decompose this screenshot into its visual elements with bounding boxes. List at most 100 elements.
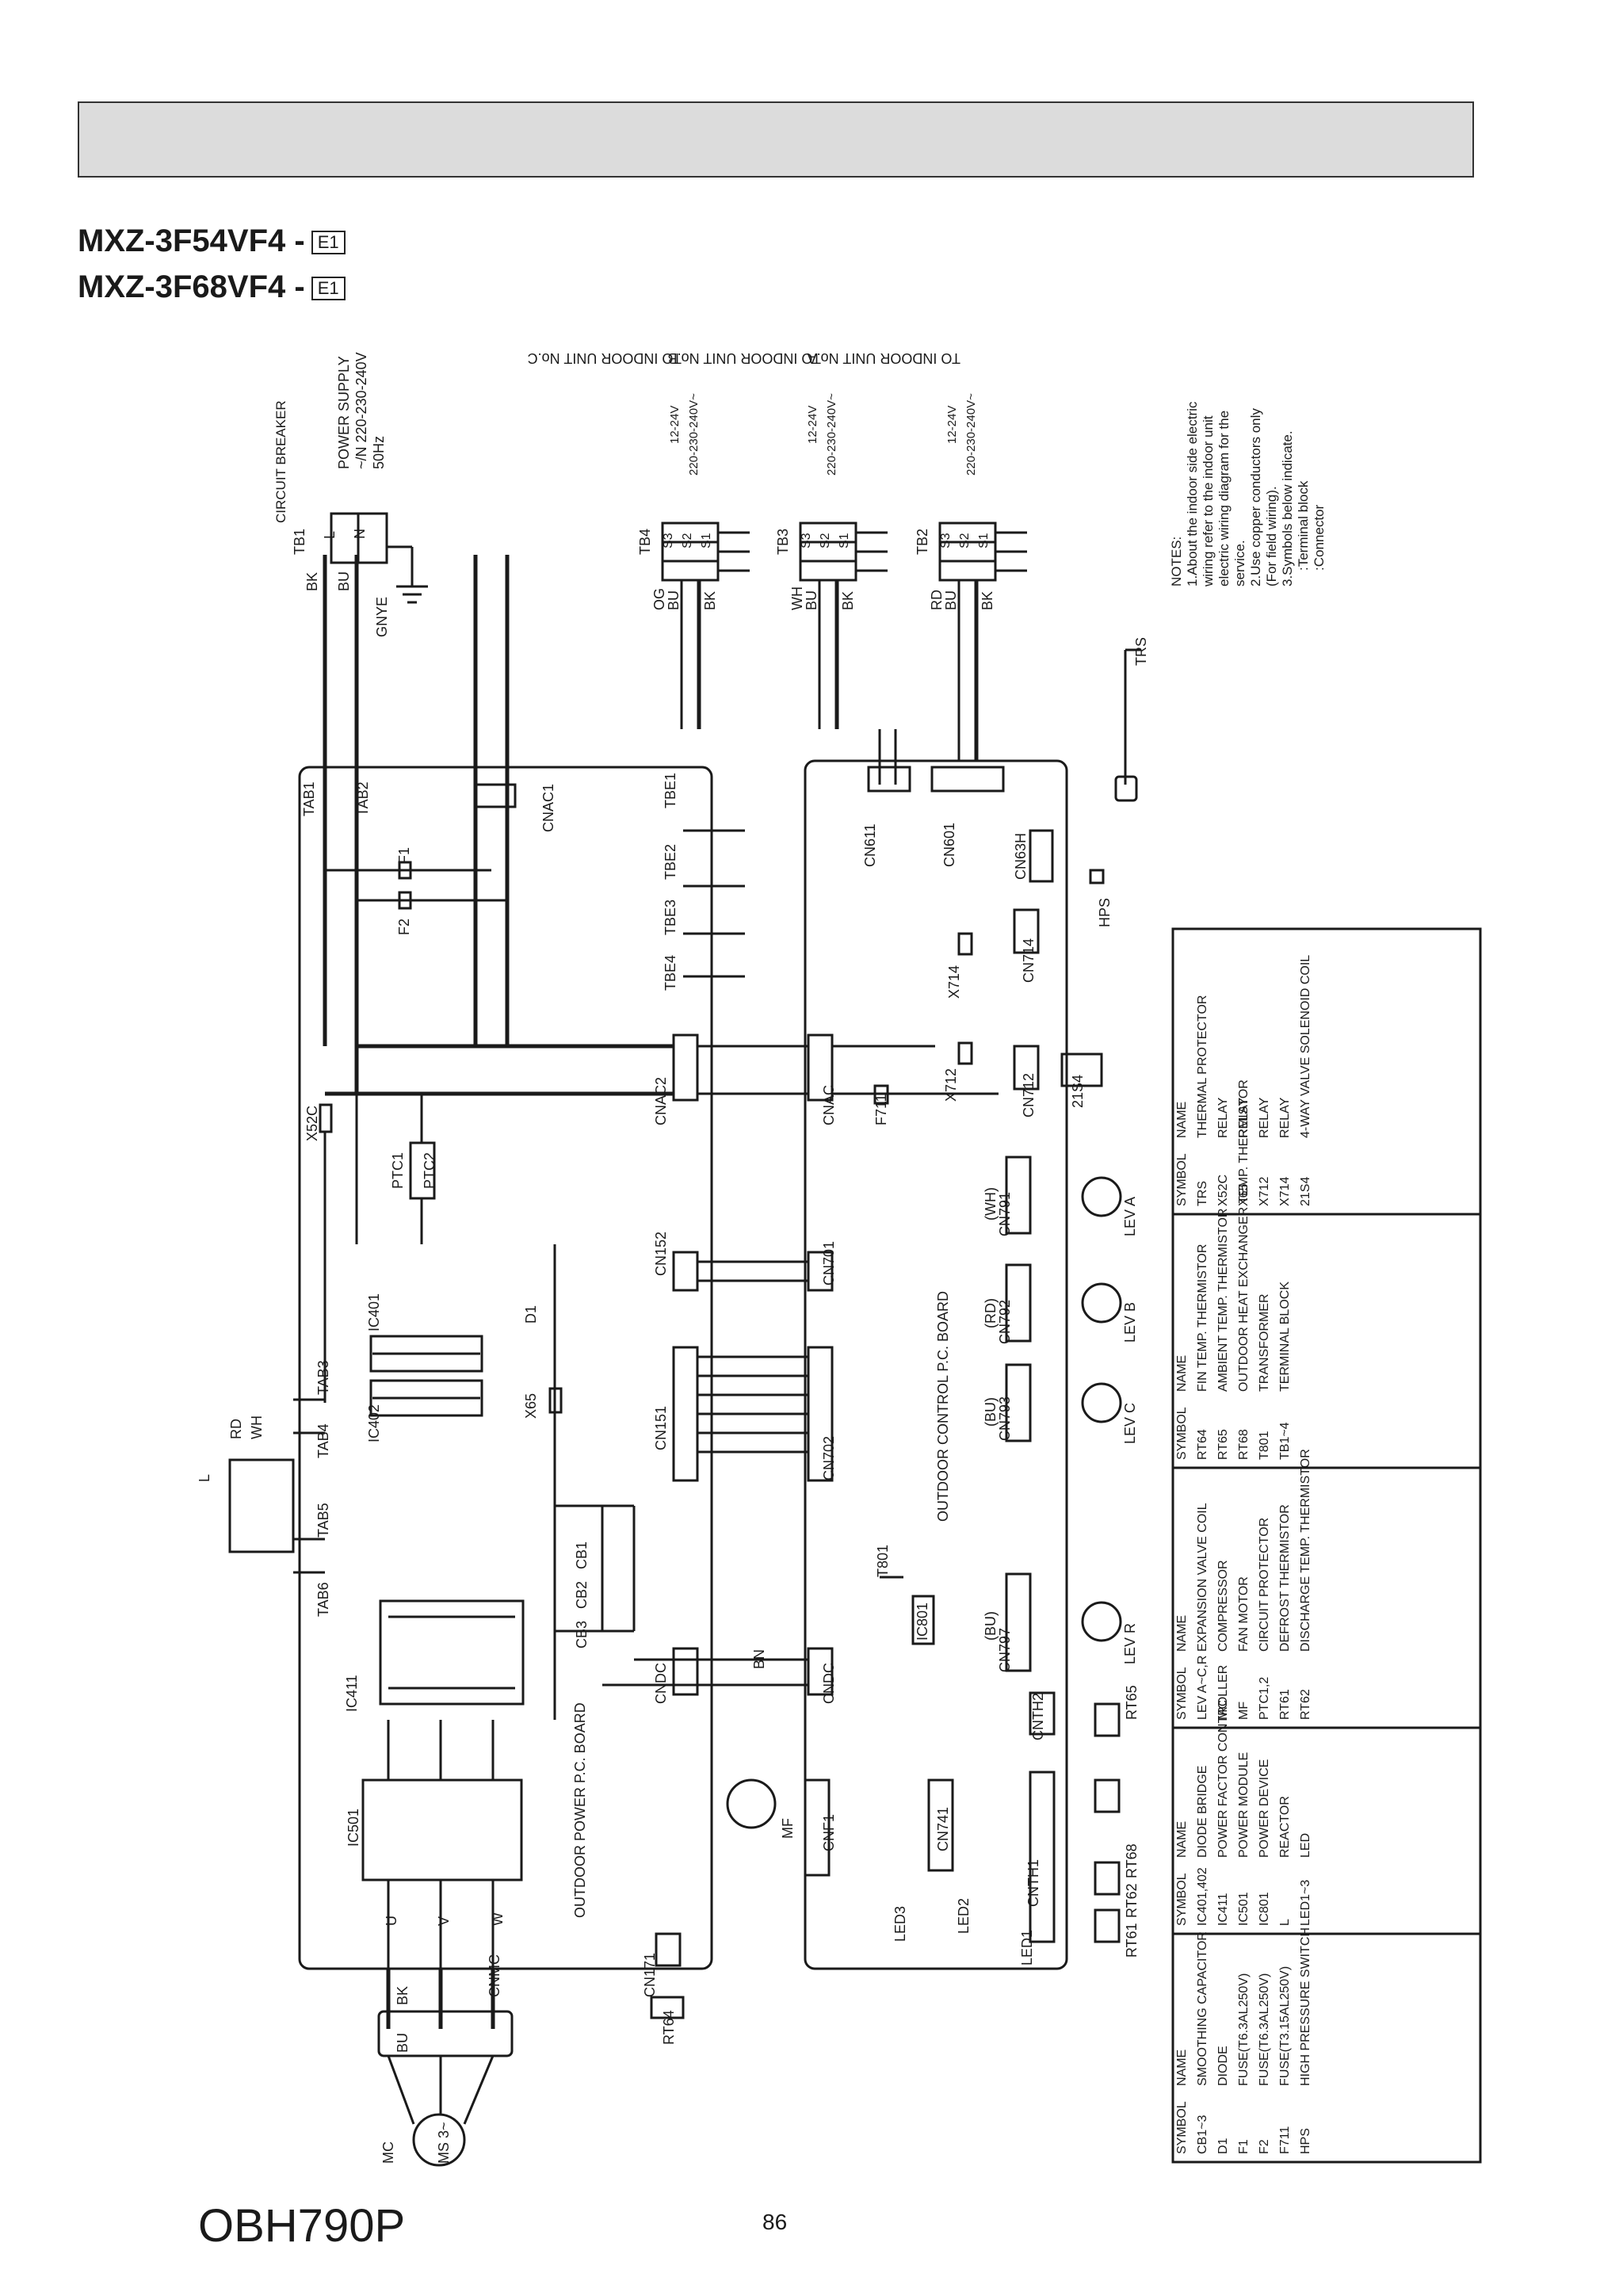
indoor-unit-b-label: TO INDOOR UNIT No.B (668, 350, 821, 366)
legend-name-cell: DEFROST THERMISTOR (1278, 1504, 1292, 1652)
power-label-rt64: RT64 (661, 2010, 677, 2045)
legend-name-cell: RELAY (1216, 1097, 1230, 1138)
power-label-u: U (384, 1916, 399, 1926)
legend-header-cell: NAME (1175, 1821, 1189, 1858)
control-label-cn741: CN741 (935, 1807, 951, 1851)
power-label-v: V (436, 1916, 452, 1926)
power-supply-label: POWER SUPPLY (336, 356, 352, 469)
tb4-block (661, 521, 720, 582)
legend-name-cell: POWER DEVICE (1258, 1759, 1271, 1858)
power-label-cn171: CN171 (642, 1953, 658, 1997)
control-label-f711: F711 (873, 1094, 889, 1125)
notes-line: :Terminal block (1296, 480, 1311, 571)
control-label--rd-: (RD) (983, 1298, 999, 1328)
power-label-mc: MC (380, 2141, 396, 2164)
tb2-wire-bu: BU (943, 590, 959, 610)
control-label-cn714: CN714 (1021, 938, 1037, 983)
tb3-dc-label: 12-24V (806, 406, 819, 444)
legend-name-cell: 4-WAY VALVE SOLENOID COIL (1299, 955, 1312, 1138)
power-label-cnmc: CNMC (487, 1954, 502, 1997)
legend-symbol-cell: L (1278, 1919, 1292, 1926)
legend-name-cell: RELAY (1258, 1097, 1271, 1138)
power-label-tab3: TAB3 (315, 1360, 331, 1395)
legend-name-cell: FUSE(T6.3AL250V) (1258, 1973, 1271, 2086)
power-label-tab1: TAB1 (301, 781, 317, 816)
tb4-wire-bu: BU (666, 590, 682, 610)
legend-symbol-cell: LED1~3 (1299, 1880, 1312, 1926)
legend-name-cell: LED (1299, 1833, 1312, 1858)
tb4-label: TB4 (637, 529, 653, 555)
control-label-x714: X714 (946, 965, 962, 999)
tb4-s1: S1 (700, 533, 713, 548)
legend-symbol-cell: T801 (1258, 1431, 1271, 1460)
wire-bu-label: BU (336, 571, 352, 591)
legend-symbol-cell: X52C (1216, 1175, 1230, 1206)
legend-symbol-cell: IC501 (1237, 1892, 1251, 1926)
legend-name-cell: SMOOTHING CAPACITOR (1196, 1931, 1209, 2086)
power-label-wh: WH (249, 1415, 265, 1439)
legend-name-cell: FIN TEMP. THERMISTOR (1196, 1244, 1209, 1392)
legend-header-cell: SYMBOL (1175, 1407, 1189, 1460)
power-label-tbe4: TBE4 (663, 955, 678, 991)
tb4-s2: S2 (681, 533, 694, 548)
power-label-cn151: CN151 (653, 1406, 669, 1450)
legend-name-cell: THERMAL PROTECTOR (1196, 995, 1209, 1138)
control-label-cn792: CN792 (997, 1300, 1013, 1344)
legend-name-cell: FUSE(T6.3AL250V) (1237, 1973, 1251, 2086)
legend-name-cell: FAN MOTOR (1237, 1576, 1251, 1652)
legend-symbol-cell: PTC1,2 (1258, 1677, 1271, 1720)
legend-name-cell: RELAY (1237, 1097, 1251, 1138)
tb3-wire-wh: WH (789, 586, 805, 610)
power-label-cb3: CB3 (574, 1621, 590, 1648)
control-board-title: OUTDOOR CONTROL P.C. BOARD (935, 1291, 951, 1522)
control-label-cn712: CN712 (1021, 1073, 1037, 1117)
wire-gnye-label: GNYE (374, 597, 390, 637)
legend-name-cell: HIGH PRESSURE SWITCH (1299, 1927, 1312, 2086)
legend-name-cell: DISCHARGE TEMP. THERMISTOR (1299, 1449, 1312, 1652)
control-label-rt62: RT62 (1124, 1883, 1140, 1918)
model-title-2: MXZ-3F68VF4 -E1 (78, 269, 346, 305)
legend-symbol-cell: MC (1216, 1700, 1230, 1720)
tb2-dc-label: 12-24V (945, 406, 959, 444)
legend-name-cell: TERMINAL BLOCK (1278, 1282, 1292, 1392)
legend-table-frame (1171, 927, 1482, 2164)
power-label-bu: BU (395, 2033, 411, 2053)
control-label--bu-: (BU) (983, 1611, 999, 1641)
tb3-label: TB3 (775, 529, 791, 555)
control-label-mf: MF (780, 1818, 796, 1839)
tb1-label: TB1 (292, 529, 307, 555)
legend-symbol-cell: X714 (1278, 1177, 1292, 1206)
legend-name-cell: AMBIENT TEMP. THERMISTOR (1216, 1209, 1230, 1392)
tb4-wire-bk: BK (702, 591, 718, 610)
terminal-l-label: L (322, 531, 338, 539)
legend-symbol-cell: 21S4 (1299, 1177, 1312, 1206)
tb3-wire-bk: BK (840, 591, 856, 610)
legend-symbol-cell: LEV A~C,R (1196, 1656, 1209, 1720)
legend-name-cell: DIODE BRIDGE (1196, 1766, 1209, 1858)
indoor-unit-c-label: TO INDOOR UNIT No.C (528, 350, 682, 366)
power-label-cnac2: CNAC2 (653, 1077, 669, 1125)
tb3-s3: S3 (800, 533, 813, 548)
control-label-rt68: RT68 (1124, 1843, 1140, 1878)
power-label-tab5: TAB5 (315, 1503, 331, 1538)
notes-line: 2.Use copper conductors only (1248, 408, 1263, 586)
control-label-x712: X712 (943, 1068, 959, 1102)
notes-line: service. (1232, 540, 1247, 586)
power-label-rd: RD (228, 1419, 244, 1439)
control-label-cn601: CN601 (941, 823, 957, 867)
power-label-l: L (197, 1474, 212, 1482)
legend-symbol-cell: CB1~3 (1196, 2115, 1209, 2154)
notes-line: 3.Symbols below indicate. (1280, 430, 1295, 586)
legend-name-cell: EXPANSION VALVE COIL (1196, 1503, 1209, 1652)
legend-symbol-cell: TRS (1196, 1181, 1209, 1206)
control-label-led1: LED1 (1019, 1930, 1035, 1966)
legend-name-cell: OUTDOOR HEAT EXCHANGER TEMP. THERMISTOR (1237, 1079, 1251, 1392)
control-label-trs: TRS (1133, 637, 1149, 666)
legend-symbol-cell: IC801 (1258, 1892, 1271, 1926)
control-label-t801: T801 (875, 1545, 891, 1577)
control-label-cndc: CNDC (821, 1663, 837, 1704)
tb2-s1: S1 (977, 533, 991, 548)
control-label-cn63h: CN63H (1013, 833, 1029, 880)
power-label-ic402: IC402 (366, 1404, 382, 1442)
